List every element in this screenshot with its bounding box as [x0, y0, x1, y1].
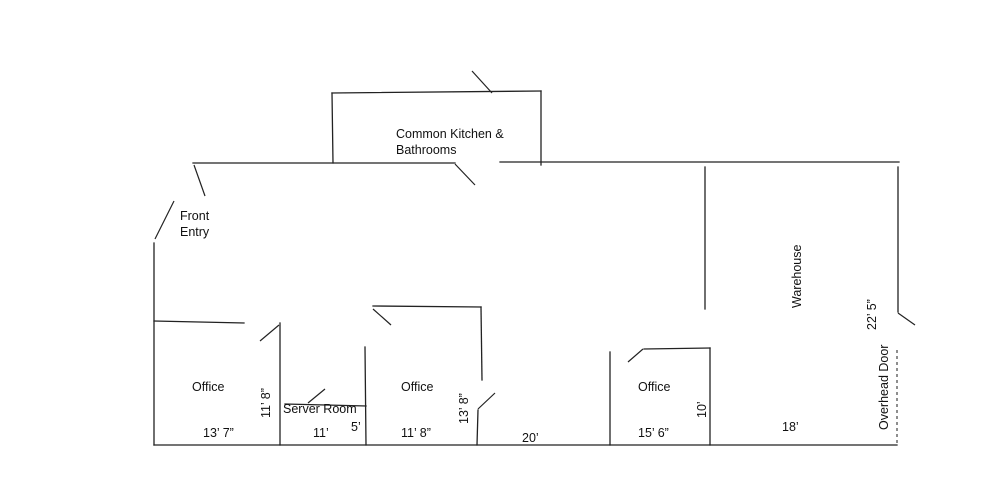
front-entry-label-line2: Entry: [180, 225, 210, 239]
kitchen-label-line1: Common Kitchen &: [396, 127, 504, 141]
office-middle-label: Office: [401, 380, 433, 394]
dim-warehouse-depth: 22’ 5”: [865, 299, 879, 330]
dim-server-room-depth: 5’: [351, 420, 361, 434]
office-right-door: [627, 348, 644, 363]
kitchen-walls: [331, 90, 542, 166]
server-room-walls: [284, 346, 367, 446]
dim-hall-width: 20’: [522, 431, 539, 445]
top-exterior-wall: [192, 161, 900, 164]
kitchen-door: [471, 70, 493, 94]
dim-office-right-width: 15’ 6”: [638, 426, 669, 440]
server-room-label: Server Room: [283, 402, 357, 416]
warehouse-door: [897, 312, 916, 326]
hall-door: [454, 163, 476, 186]
dim-office-middle-width: 11’ 8”: [401, 426, 431, 440]
warehouse-label: Warehouse: [790, 244, 804, 308]
dim-office-middle-depth: 13’ 8”: [457, 393, 471, 424]
front-entry-door: [193, 164, 206, 197]
dim-office-right-depth: 10’: [695, 401, 709, 418]
dim-warehouse-width: 18’: [782, 420, 799, 434]
office-right-walls: [609, 347, 711, 446]
dim-office-left-width: 13’ 7”: [203, 426, 234, 440]
office-left-walls: [153, 320, 281, 446]
front-entry-door-leaf: [154, 200, 175, 240]
front-entry-label-line1: Front: [180, 209, 210, 223]
office-middle-door-leaf: [477, 392, 496, 410]
dim-office-left-depth: 11’ 8”: [259, 388, 273, 418]
dim-server-room-width: 11’: [313, 426, 329, 440]
office-right-label: Office: [638, 380, 670, 394]
kitchen-label-line2: Bathrooms: [396, 143, 456, 157]
server-room-door: [307, 388, 326, 404]
office-middle-walls: [372, 305, 483, 446]
overhead-door-label: Overhead Door: [877, 345, 891, 430]
office-middle-door: [372, 308, 392, 326]
office-left-door: [259, 324, 280, 342]
office-left-label: Office: [192, 380, 224, 394]
